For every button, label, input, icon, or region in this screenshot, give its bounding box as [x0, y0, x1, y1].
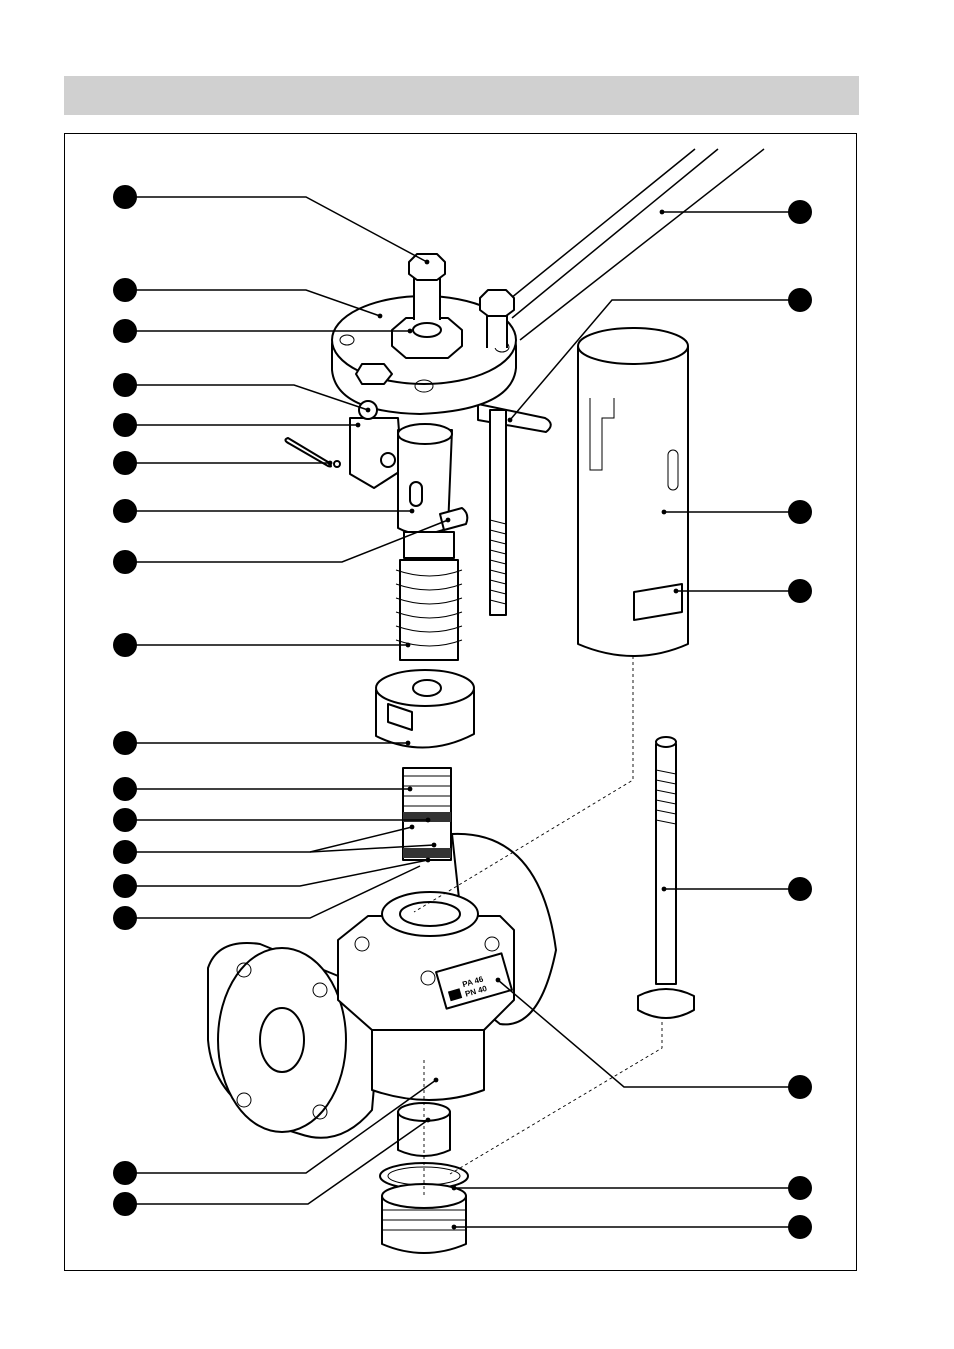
cover-flange	[331, 295, 517, 415]
strainer-sleeve	[577, 327, 689, 657]
callout-marker	[113, 373, 137, 397]
leader-endpoints	[327, 209, 679, 1230]
lower-parts	[379, 1102, 469, 1254]
valve-stem	[637, 736, 695, 1019]
callout-marker	[788, 500, 812, 524]
callout-markers	[113, 185, 812, 1239]
header-bar	[64, 76, 859, 115]
clamp-block	[349, 400, 403, 489]
callout-marker	[788, 1215, 812, 1239]
callout-marker	[113, 1192, 137, 1216]
callout-marker	[113, 451, 137, 475]
callout-marker	[788, 877, 812, 901]
hex-bolt-right	[479, 289, 515, 348]
diagram-frame	[64, 133, 857, 1271]
hex-bolt-top	[408, 253, 446, 320]
spindle-housing	[397, 423, 469, 535]
callout-marker	[113, 874, 137, 898]
callout-marker	[788, 579, 812, 603]
callout-marker	[113, 633, 137, 657]
callout-marker	[113, 185, 137, 209]
callout-marker	[113, 499, 137, 523]
callout-marker	[113, 1161, 137, 1185]
callout-marker	[113, 550, 137, 574]
callout-marker	[113, 413, 137, 437]
threaded-stud	[489, 409, 507, 616]
callout-marker	[113, 278, 137, 302]
callout-marker	[113, 808, 137, 832]
callout-marker	[788, 200, 812, 224]
callout-leaders	[125, 196, 800, 1228]
nameplate: PA 46 PN 40	[435, 952, 513, 1010]
callout-marker	[113, 319, 137, 343]
bonnet-nut	[375, 669, 475, 749]
manufacturer-logo-icon	[447, 988, 463, 1002]
callout-marker	[788, 1176, 812, 1200]
callout-marker	[113, 906, 137, 930]
callout-marker	[113, 840, 137, 864]
callout-marker	[113, 777, 137, 801]
valve-body	[207, 832, 557, 1139]
callout-marker	[788, 1075, 812, 1099]
assembly-guides	[413, 656, 663, 1196]
bellows	[395, 531, 463, 661]
callout-marker	[788, 288, 812, 312]
callout-marker	[113, 731, 137, 755]
